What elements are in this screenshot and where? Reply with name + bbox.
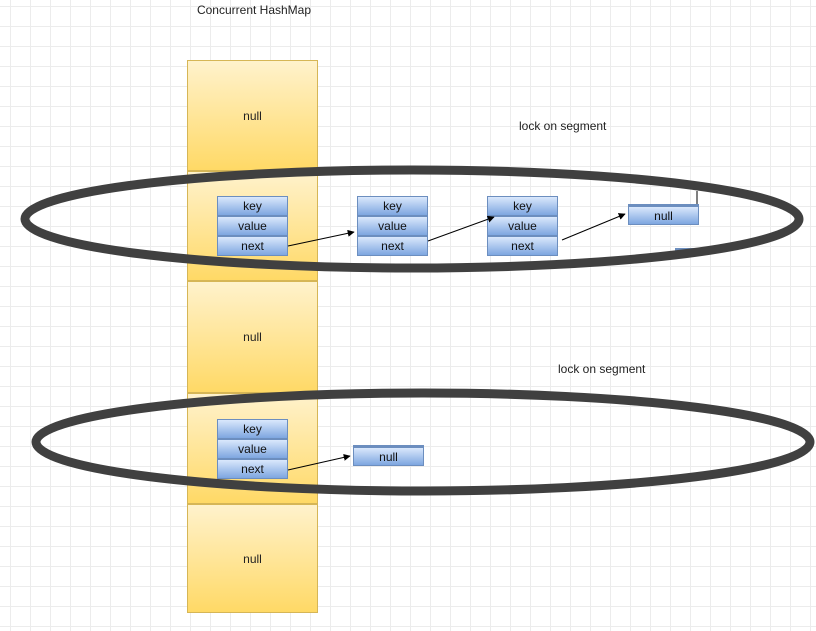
bucket-4: null (187, 504, 318, 613)
segment-lock-ring-2 (31, 388, 815, 496)
node-1-next: next (217, 236, 288, 256)
node-4-next: next (217, 459, 288, 479)
next-pointer-arrow-2 (427, 215, 495, 242)
null-node-1: null (628, 204, 699, 225)
node-2-next: next (357, 236, 428, 256)
node-1-key: key (217, 196, 288, 216)
next-pointer-arrow-3 (561, 213, 626, 241)
lock-label-2: lock on segment (558, 362, 646, 376)
node-3-key: key (487, 196, 558, 216)
node-4-value: value (217, 439, 288, 459)
node-4-key: key (217, 419, 288, 439)
node-2-key: key (357, 196, 428, 216)
diagram-title: Concurrent HashMap (196, 3, 312, 17)
node-1-value: value (217, 216, 288, 236)
lock-label-1: lock on segment (519, 119, 607, 133)
bucket-2: null (187, 281, 318, 393)
node-2-value: value (357, 216, 428, 236)
stray-shape-fragment (675, 248, 699, 252)
null-node-2: null (353, 445, 424, 466)
node-3-next: next (487, 236, 558, 256)
bucket-0: null (187, 60, 318, 171)
node-3-value: value (487, 216, 558, 236)
